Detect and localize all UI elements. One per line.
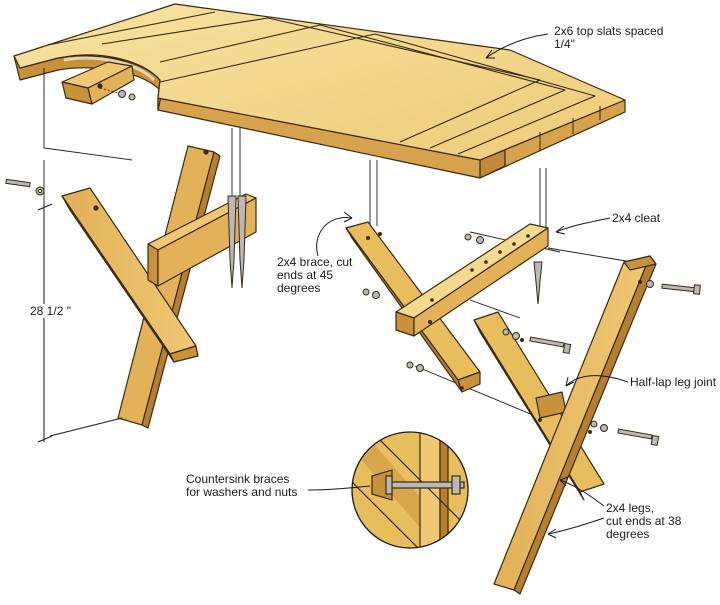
- cleat-bolt-hardware: [99, 87, 136, 101]
- brace: [345, 221, 549, 393]
- lag-screws: [227, 195, 247, 289]
- top-slats-label: 2x6 top slats spaced 1/4": [554, 24, 664, 51]
- countersink-braces-label: Countersink braces for washers and nuts: [186, 472, 298, 499]
- legs-label: 2x4 legs, cut ends at 38 degrees: [606, 501, 682, 541]
- brace-hardware: [362, 233, 484, 372]
- right-leg-assembly: [473, 255, 657, 595]
- height-dimension-label: 28 1/2 ": [30, 304, 71, 318]
- left-cleat: [61, 61, 135, 105]
- half-lap-leg-joint-label: Half-lap leg joint: [630, 375, 717, 389]
- lag-screw-right: [533, 261, 543, 305]
- height-dimension: [37, 203, 123, 443]
- cleat-label: 2x4 cleat: [612, 211, 661, 225]
- callout-leaders: [307, 33, 629, 539]
- brace-label: 2x4 brace, cut ends at 45 degrees: [277, 255, 353, 295]
- left-bolt: [5, 178, 45, 196]
- left-leg-assembly: [61, 145, 257, 429]
- countersink-detail-zoom: [351, 431, 469, 549]
- right-bolts: [502, 280, 701, 447]
